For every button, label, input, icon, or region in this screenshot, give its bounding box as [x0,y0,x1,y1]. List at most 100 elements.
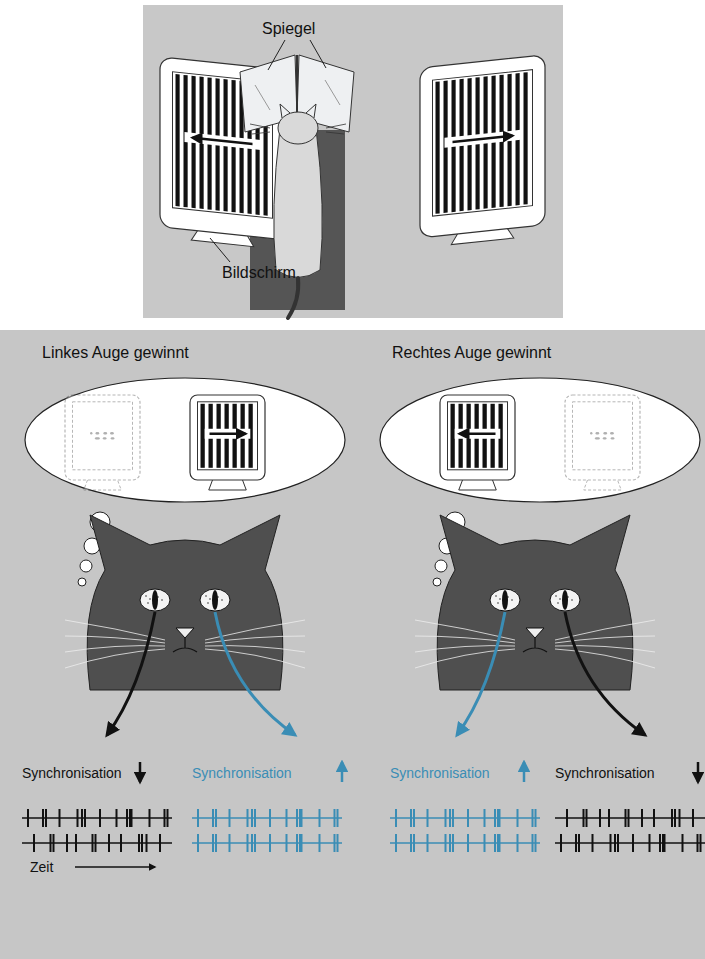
eye-dot [147,602,149,604]
spike [692,809,694,827]
whisker [415,649,515,668]
spike [395,834,397,852]
spike [632,834,634,852]
whisker [65,649,165,668]
monitor-stand [209,480,247,490]
noise-dot [103,437,105,439]
optic-pathway [215,612,295,735]
spike [578,834,580,852]
spike [301,834,303,852]
spike [659,834,661,852]
spike [131,809,133,827]
spike [497,809,499,827]
spike [50,834,52,852]
spike [535,834,537,852]
spike [532,834,534,852]
cat-pupil [562,590,568,610]
spike [301,809,303,827]
spike [586,809,588,827]
spike [146,834,148,852]
spike [608,809,610,827]
axis-label: Zeit [30,858,53,876]
noise-dot [603,432,605,434]
spike-baseline [22,842,172,844]
spike [27,809,29,827]
spike [697,834,699,852]
thought-bubble [380,378,700,502]
motion-arrow [193,138,253,144]
sync-label: Synchronisation [390,764,490,782]
spike [159,834,161,852]
leader-line [268,40,285,70]
spike [452,809,454,827]
monitor-screen [198,402,258,470]
cat-nose [176,628,194,638]
cat-eye [140,589,170,611]
spike [33,834,35,852]
spike [296,809,298,827]
spike [610,834,612,852]
spike [141,834,143,852]
leader-line [210,238,230,262]
spike [215,809,217,827]
eye-dot [149,598,151,600]
spike [254,809,256,827]
spike [53,834,55,852]
spike [247,809,249,827]
cat-pupil [502,590,508,610]
cat-body [274,128,323,278]
spike [410,834,412,852]
spike [319,809,321,827]
spike [653,809,655,827]
whisker [205,649,305,668]
eye-dot [221,599,223,601]
cat-nose [526,628,544,638]
spike [566,809,568,827]
spike [95,834,97,852]
cat-pupil [212,590,218,610]
spike [251,809,253,827]
whisker [555,649,655,668]
whiskers [250,124,346,134]
optic-pathway [107,612,155,735]
noise-dot [103,432,105,434]
noise-dot [596,432,598,434]
spike [81,809,83,827]
noise-dot [590,432,592,434]
spike [254,834,256,852]
spike [45,809,47,827]
monitor [440,395,515,490]
monitor-screen [573,402,633,470]
spike [334,809,336,827]
motion-arrow [453,136,513,142]
spike [66,834,68,852]
spike [319,834,321,852]
arrow-backing [445,130,521,148]
spike [499,834,501,852]
spike [59,809,61,827]
spike [449,809,451,827]
thought-dot [80,560,92,572]
spike [84,809,86,827]
spike [445,809,447,827]
eye-dot [559,598,561,600]
spike [560,834,562,852]
optic-pathway [565,612,645,735]
cat-eye [490,589,520,611]
spike [334,834,336,852]
spike [499,809,501,827]
spike [286,834,288,852]
bottom-panel [0,330,705,959]
noise-dot [110,432,112,434]
whisker [555,646,655,652]
cat-eye [550,589,580,611]
spike [484,809,486,827]
monitor [65,395,140,490]
whisker [65,646,165,652]
sync-label: Synchronisation [555,764,655,782]
monitor-stand [584,480,622,490]
spike [517,809,519,827]
spike [664,834,666,852]
spike [42,809,44,827]
cat-mouth [523,638,547,652]
